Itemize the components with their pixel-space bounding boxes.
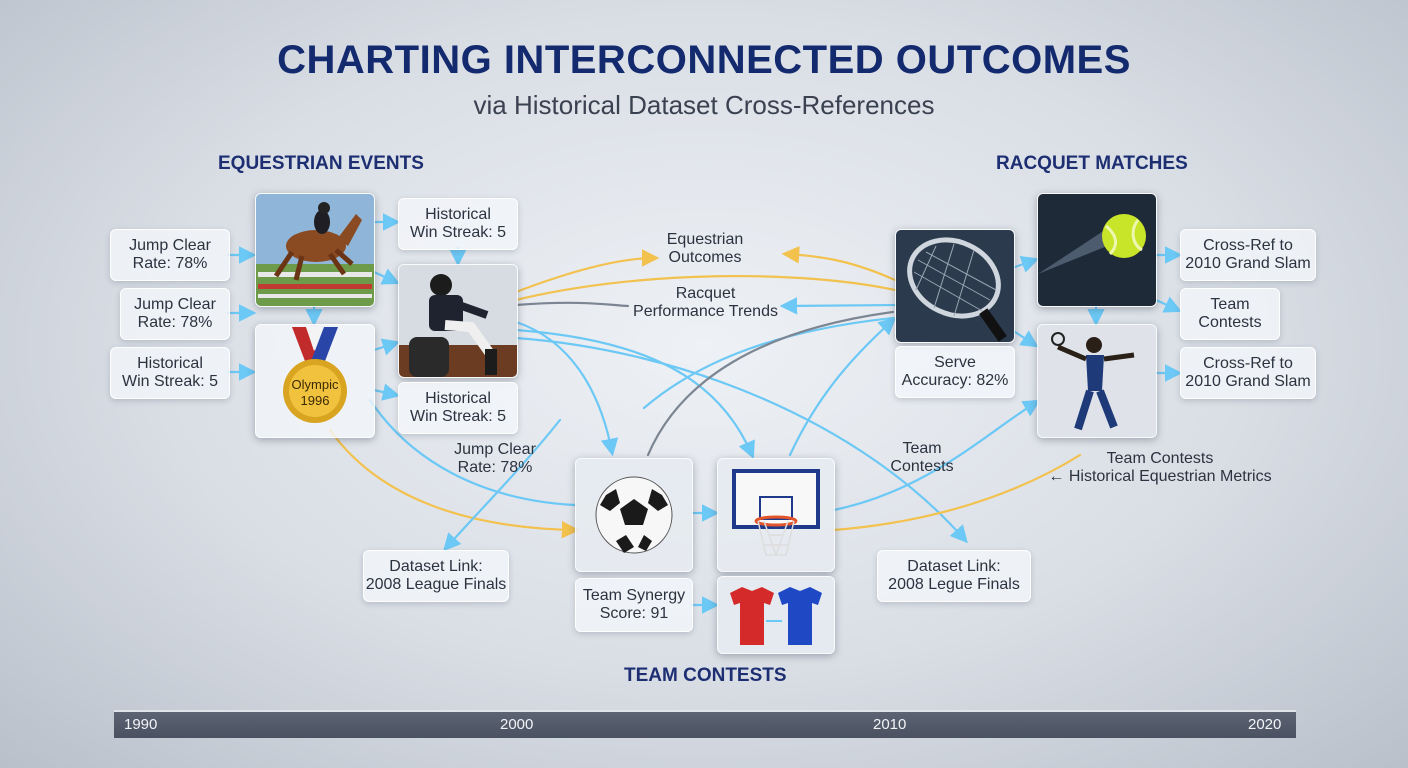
team-synergy-label: Team Synergy Score: 91 bbox=[582, 586, 686, 622]
team-contests-box[interactable]: Team Contests bbox=[1180, 288, 1280, 340]
timeline-tick: 2020 bbox=[1248, 716, 1282, 733]
tennis-player-icon bbox=[1038, 325, 1156, 437]
jerseys-image[interactable] bbox=[717, 576, 835, 654]
win-streak-box[interactable]: Historical Win Streak: 5 bbox=[398, 198, 518, 250]
page-title: CHARTING INTERCONNECTED OUTCOMES bbox=[277, 38, 1131, 82]
medal-text-1: Olympic bbox=[292, 377, 339, 392]
team-contests-metrics-label: Team Contests ← Historical Equestrian Me… bbox=[1048, 450, 1272, 486]
tennis-player-image[interactable] bbox=[1037, 324, 1157, 438]
page-subtitle: via Historical Dataset Cross-References bbox=[473, 90, 935, 120]
section-team: TEAM CONTESTS bbox=[624, 665, 787, 686]
timeline-tick: 1990 bbox=[124, 716, 158, 733]
cross-ref-box[interactable]: Cross-Ref to 2010 Grand Slam bbox=[1180, 347, 1316, 399]
timeline-bar bbox=[114, 710, 1296, 738]
cross-ref-label: Cross-Ref to 2010 Grand Slam bbox=[1185, 354, 1311, 390]
win-streak-label: Historical Win Streak: 5 bbox=[409, 205, 507, 241]
team-contests-mid-label: Team Contests bbox=[890, 440, 954, 476]
jersey-icon bbox=[730, 587, 822, 645]
section-equestrian: EQUESTRIAN EVENTS bbox=[218, 153, 424, 174]
dataset-link-label: Dataset Link: 2008 League Finals bbox=[365, 557, 507, 593]
horse-jump-image[interactable] bbox=[255, 193, 375, 307]
jump-clear-box[interactable]: Jump Clear Rate: 78% bbox=[120, 288, 230, 340]
medal-text-2: 1996 bbox=[301, 393, 330, 408]
section-racquet: RACQUET MATCHES bbox=[996, 153, 1188, 174]
win-streak-box[interactable]: Historical Win Streak: 5 bbox=[398, 382, 518, 434]
cross-ref-box[interactable]: Cross-Ref to 2010 Grand Slam bbox=[1180, 229, 1316, 281]
jump-clear-label: Jump Clear Rate: 78% bbox=[129, 236, 211, 272]
win-streak-label: Historical Win Streak: 5 bbox=[409, 389, 507, 425]
dataset-link-box[interactable]: Dataset Link: 2008 League Finals bbox=[363, 550, 509, 602]
team-contests-label: Team Contests bbox=[1198, 295, 1262, 331]
basketball-hoop-icon bbox=[732, 469, 820, 558]
medal-icon: Olympic 1996 bbox=[283, 327, 347, 423]
team-synergy-box[interactable]: Team Synergy Score: 91 bbox=[575, 578, 693, 632]
equestrian-outcomes-label: Equestrian Outcomes bbox=[666, 231, 744, 267]
horse-jump-icon bbox=[256, 194, 374, 306]
racquet-trends-label: Racquet Performance Trends bbox=[633, 285, 778, 321]
serve-accuracy-label: Serve Accuracy: 82% bbox=[901, 353, 1009, 389]
rider-icon bbox=[399, 265, 517, 377]
dataset-link-label: Dataset Link: 2008 Legue Finals bbox=[888, 557, 1020, 593]
tennis-racquet-image[interactable] bbox=[895, 229, 1015, 343]
dataset-link-box[interactable]: Dataset Link: 2008 Legue Finals bbox=[877, 550, 1031, 602]
jump-clear-center-label: Jump Clear Rate: 78% bbox=[454, 441, 536, 477]
soccer-ball-icon bbox=[595, 476, 673, 554]
win-streak-label: Historical Win Streak: 5 bbox=[121, 354, 219, 390]
jump-clear-box[interactable]: Jump Clear Rate: 78% bbox=[110, 229, 230, 281]
timeline-tick: 2000 bbox=[500, 716, 534, 733]
serve-accuracy-box[interactable]: Serve Accuracy: 82% bbox=[895, 346, 1015, 398]
racquet-icon bbox=[896, 230, 1014, 342]
win-streak-box[interactable]: Historical Win Streak: 5 bbox=[110, 347, 230, 399]
soccer-ball-image[interactable] bbox=[575, 458, 693, 572]
timeline-tick: 2010 bbox=[873, 716, 907, 733]
cross-ref-label: Cross-Ref to 2010 Grand Slam bbox=[1185, 236, 1311, 272]
rider-image[interactable] bbox=[398, 264, 518, 378]
olympic-medal-image[interactable]: Olympic 1996 bbox=[255, 324, 375, 438]
tennis-ball-image[interactable] bbox=[1037, 193, 1157, 307]
jump-clear-label: Jump Clear Rate: 78% bbox=[134, 295, 216, 331]
basketball-hoop-image[interactable] bbox=[717, 458, 835, 572]
tennis-ball-icon bbox=[1038, 194, 1156, 306]
